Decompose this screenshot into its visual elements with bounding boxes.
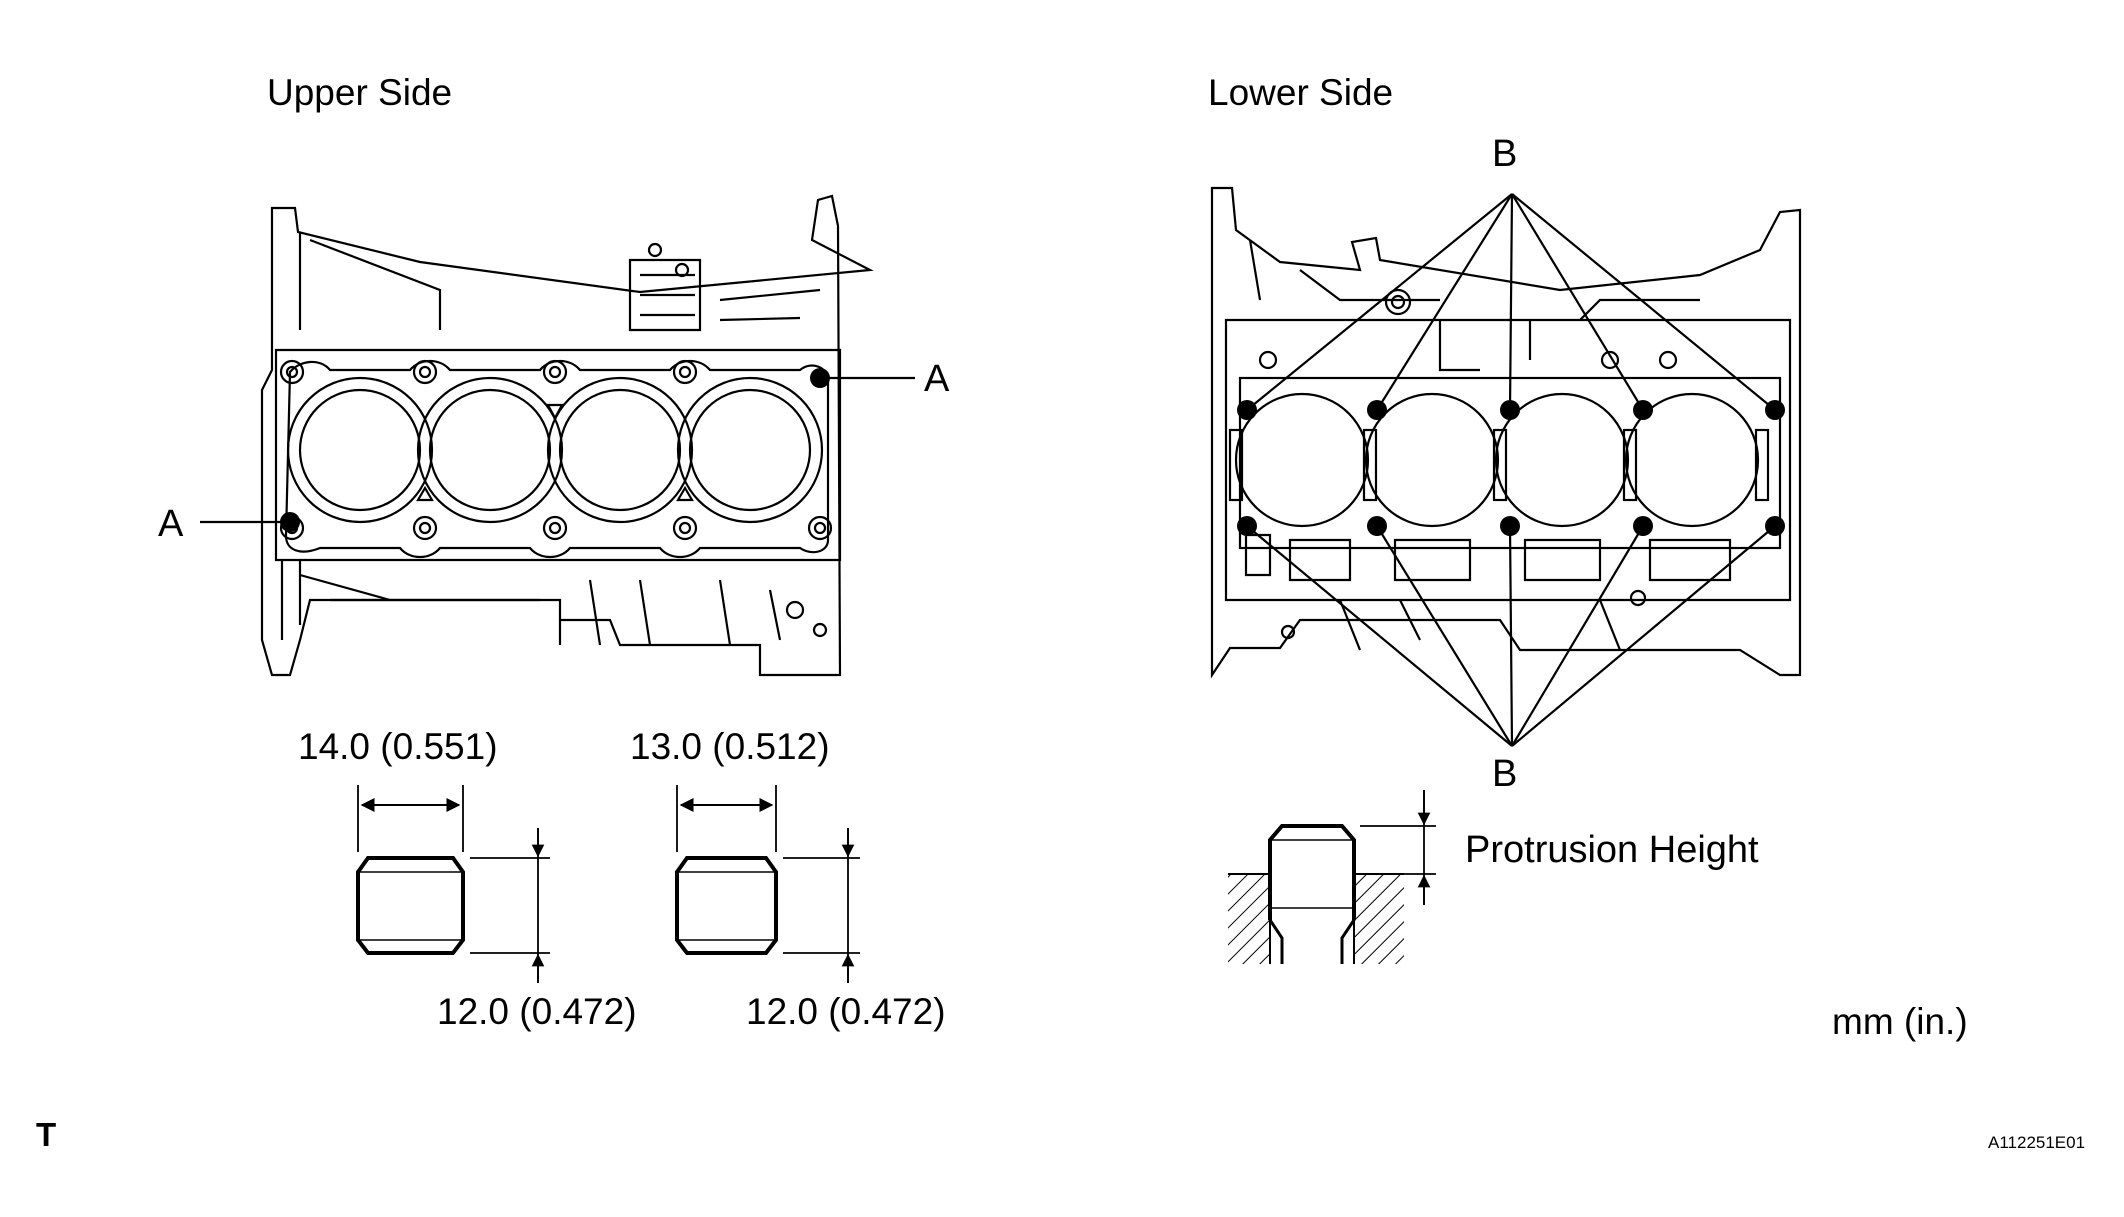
dowel-marker-b <box>1237 400 1257 420</box>
dowel-marker-b <box>1500 516 1520 536</box>
callout-a-right: A <box>924 358 950 400</box>
lower-side-title: Lower Side <box>1208 72 1394 113</box>
pin1-width-dimension: 14.0 (0.551) <box>298 726 498 767</box>
lower-callouts <box>1246 193 1776 747</box>
pin1-height-dimension: 12.0 (0.472) <box>437 991 637 1032</box>
protrusion-height-label: Protrusion Height <box>1465 829 1759 871</box>
figure-id: A112251E01 <box>1988 1133 2086 1152</box>
upper-callouts <box>200 368 915 532</box>
dowel-pin-2 <box>675 785 860 983</box>
dowel-markers-b <box>1237 400 1785 536</box>
lower-block-drawing <box>1210 186 1802 679</box>
callout-a-left: A <box>158 503 184 545</box>
callout-b-bottom: B <box>1492 753 1518 795</box>
corner-mark: T <box>36 1116 57 1153</box>
upper-side-title: Upper Side <box>267 72 453 113</box>
dowel-marker-b <box>1500 400 1520 420</box>
units-label: mm (in.) <box>1832 1001 1968 1042</box>
dowel-marker-b <box>1633 516 1653 536</box>
protrusion-detail <box>1228 790 1436 964</box>
dowel-marker-b <box>1765 400 1785 420</box>
pin2-width-dimension: 13.0 (0.512) <box>630 726 830 767</box>
dowel-marker-b <box>1367 400 1387 420</box>
dowel-marker-b <box>1237 516 1257 536</box>
upper-block-drawing <box>260 194 874 677</box>
callout-b-top: B <box>1492 133 1518 175</box>
dowel-marker-b <box>1765 516 1785 536</box>
dowel-pin-1 <box>356 785 550 983</box>
dowel-marker-b <box>1633 400 1653 420</box>
pin2-height-dimension: 12.0 (0.472) <box>746 991 946 1032</box>
dowel-marker-b <box>1367 516 1387 536</box>
